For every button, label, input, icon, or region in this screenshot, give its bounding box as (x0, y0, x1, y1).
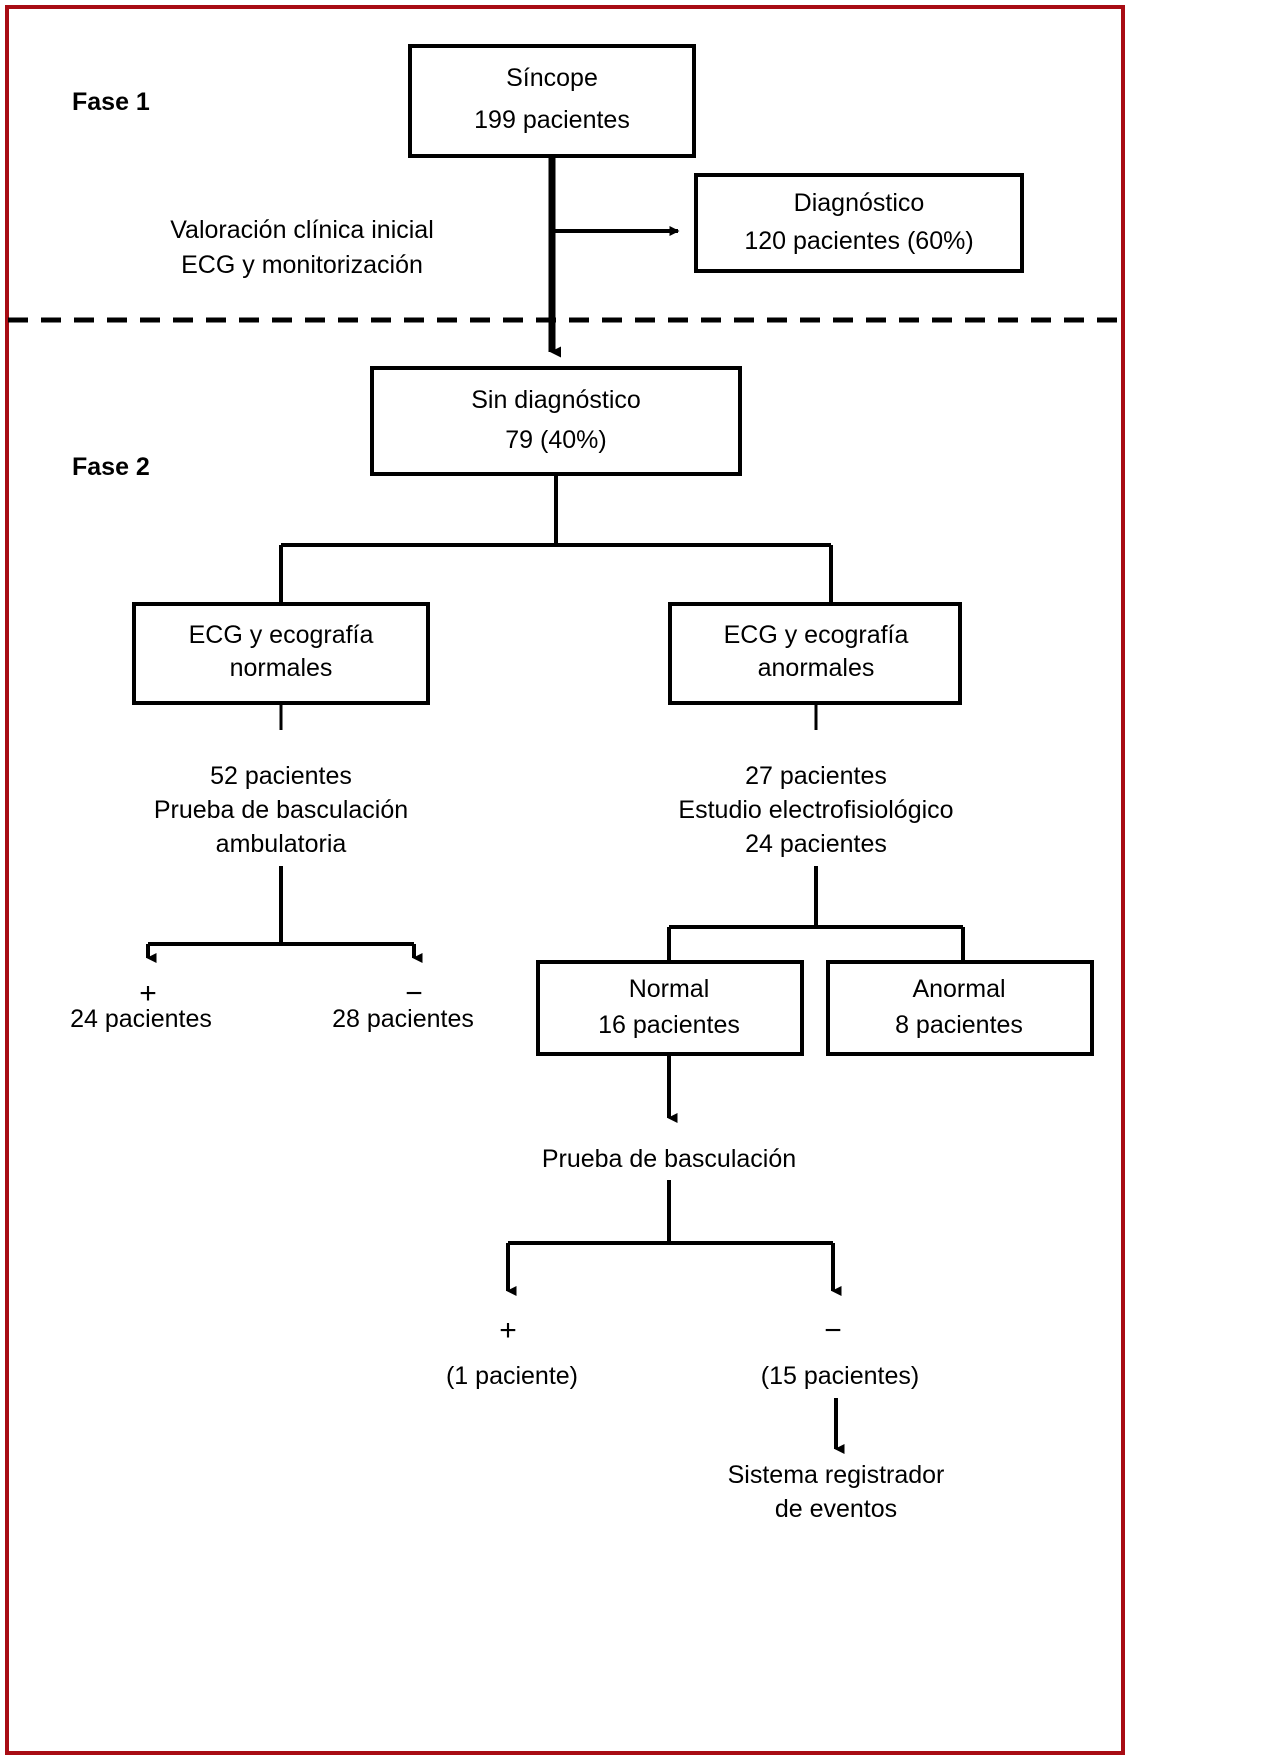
node-anormal (826, 960, 1094, 1056)
connector-left-split (148, 866, 414, 946)
normal-title: Normal (629, 975, 710, 1003)
left-minus-sign: − (405, 977, 423, 1010)
tilt-plus-sign: + (499, 1314, 517, 1347)
node-sincope (408, 44, 696, 158)
tilt-minus-label: (15 pacientes) (761, 1362, 919, 1390)
tilt-minus-sign: − (824, 1314, 842, 1347)
left-branch-line-2: Prueba de basculación (154, 796, 408, 824)
right-branch-line-1: 27 pacientes (745, 762, 887, 790)
prueba-basculacion-label: Prueba de basculación (542, 1145, 796, 1173)
ecg-anormales-line-2: anormales (758, 654, 875, 682)
connector-right-split (667, 866, 965, 962)
phase-1-label: Fase 1 (72, 88, 150, 116)
tilt-plus-label: (1 paciente) (446, 1362, 578, 1390)
sincope-count: 199 pacientes (474, 106, 630, 134)
left-plus-sign: + (139, 977, 157, 1010)
left-minus-label: 28 pacientes (332, 1005, 474, 1033)
diagnostico-count: 120 pacientes (60%) (744, 227, 973, 255)
sin-diagnostico-count: 79 (40%) (505, 426, 606, 454)
node-normal (536, 960, 804, 1056)
valoracion-line-1: Valoración clínica inicial (170, 216, 434, 244)
diagnostico-title: Diagnóstico (794, 189, 925, 217)
right-branch-line-2: Estudio electrofisiológico (678, 796, 953, 824)
sin-diagnostico-title: Sin diagnóstico (471, 386, 641, 414)
node-diagnostico (694, 173, 1024, 273)
ecg-anormales-line-1: ECG y ecografía (724, 621, 909, 649)
connector-prueba-split (508, 1180, 833, 1245)
left-plus-label: 24 pacientes (70, 1005, 212, 1033)
ecg-normales-line-1: ECG y ecografía (189, 621, 374, 649)
anormal-count: 8 pacientes (895, 1011, 1023, 1039)
sincope-title: Síncope (506, 64, 598, 92)
left-branch-line-3: ambulatoria (216, 830, 347, 858)
phase-2-label: Fase 2 (72, 453, 150, 481)
normal-count: 16 pacientes (598, 1011, 740, 1039)
right-branch-line-3: 24 pacientes (745, 830, 887, 858)
node-ecg-normales (132, 602, 430, 705)
registrador-line-1: Sistema registrador (728, 1461, 945, 1489)
left-branch-line-1: 52 pacientes (210, 762, 352, 790)
ecg-normales-line-2: normales (230, 654, 333, 682)
node-sin-diagnostico (370, 366, 742, 476)
registrador-line-2: de eventos (775, 1495, 897, 1523)
connector-sindiagnostico-split (279, 474, 833, 604)
valoracion-line-2: ECG y monitorización (181, 251, 423, 279)
anormal-title: Anormal (912, 975, 1005, 1003)
